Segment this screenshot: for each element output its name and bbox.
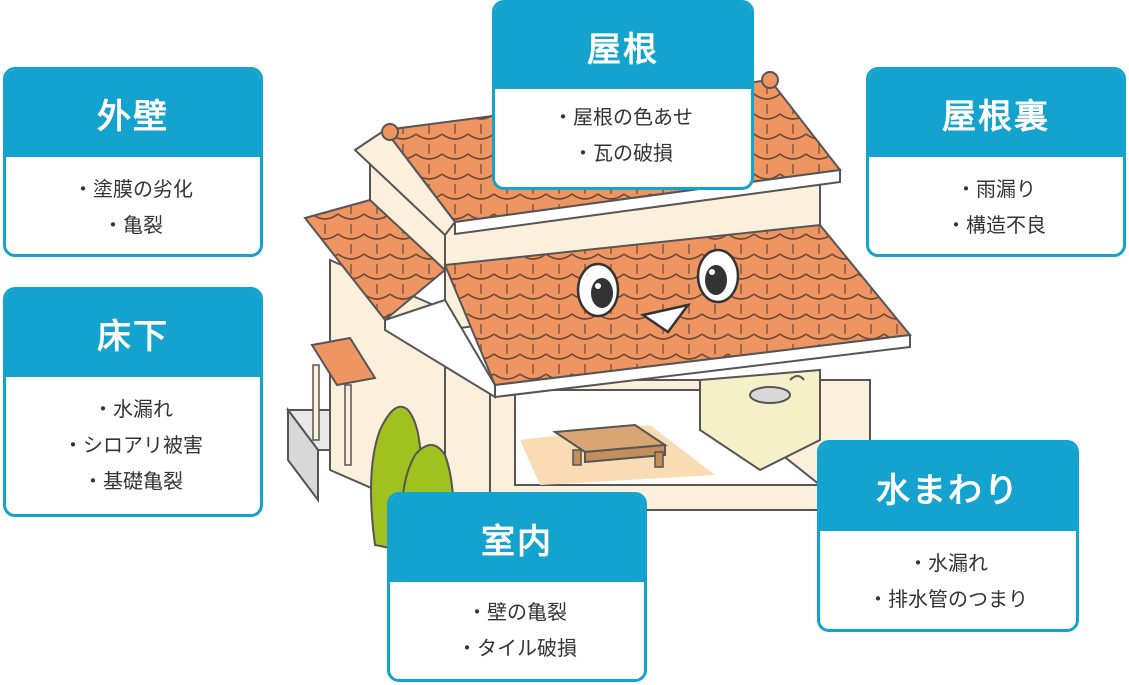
issue-item: 塗膜の劣化	[73, 171, 193, 207]
issue-item: シロアリ被害	[63, 427, 203, 463]
card-title: 外壁	[6, 70, 260, 157]
issue-list: 屋根の色あせ 瓦の破損	[495, 89, 751, 171]
lower-roof	[384, 223, 912, 399]
issue-item: 水漏れ	[93, 391, 173, 427]
card-gaiheki: 外壁 塗膜の劣化 亀裂	[3, 67, 263, 257]
left-roof	[303, 198, 447, 322]
issue-item: 水漏れ	[908, 545, 988, 581]
card-yane: 屋根 屋根の色あせ 瓦の破損	[492, 0, 754, 190]
issue-item: 雨漏り	[956, 171, 1036, 207]
issue-item: 基礎亀裂	[83, 463, 183, 499]
card-title: 水まわり	[820, 443, 1076, 531]
issue-item: 屋根の色あせ	[553, 99, 693, 135]
card-shitsunai: 室内 壁の亀裂 タイル破損	[387, 492, 647, 682]
issue-item: 亀裂	[103, 207, 163, 243]
issue-item: 構造不良	[946, 207, 1046, 243]
issue-list: 水漏れ シロアリ被害 基礎亀裂	[6, 377, 260, 499]
card-mizumawari: 水まわり 水漏れ 排水管のつまり	[817, 440, 1079, 632]
issue-list: 壁の亀裂 タイル破損	[390, 582, 644, 666]
card-yukashita: 床下 水漏れ シロアリ被害 基礎亀裂	[3, 287, 263, 517]
porch	[310, 336, 377, 466]
roof-face	[576, 248, 740, 334]
issue-item: 瓦の破損	[573, 135, 673, 171]
card-yaneura: 屋根裏 雨漏り 構造不良	[866, 67, 1126, 257]
card-title: 屋根	[495, 3, 751, 89]
card-title: 床下	[6, 290, 260, 377]
issue-list: 水漏れ 排水管のつまり	[820, 531, 1076, 617]
issue-item: 排水管のつまり	[868, 581, 1028, 617]
issue-item: タイル破損	[457, 630, 577, 666]
issue-list: 塗膜の劣化 亀裂	[6, 157, 260, 243]
issue-item: 壁の亀裂	[467, 594, 567, 630]
issue-list: 雨漏り 構造不良	[869, 157, 1123, 243]
interior-room	[514, 368, 823, 486]
card-title: 屋根裏	[869, 70, 1123, 157]
card-title: 室内	[390, 495, 644, 582]
